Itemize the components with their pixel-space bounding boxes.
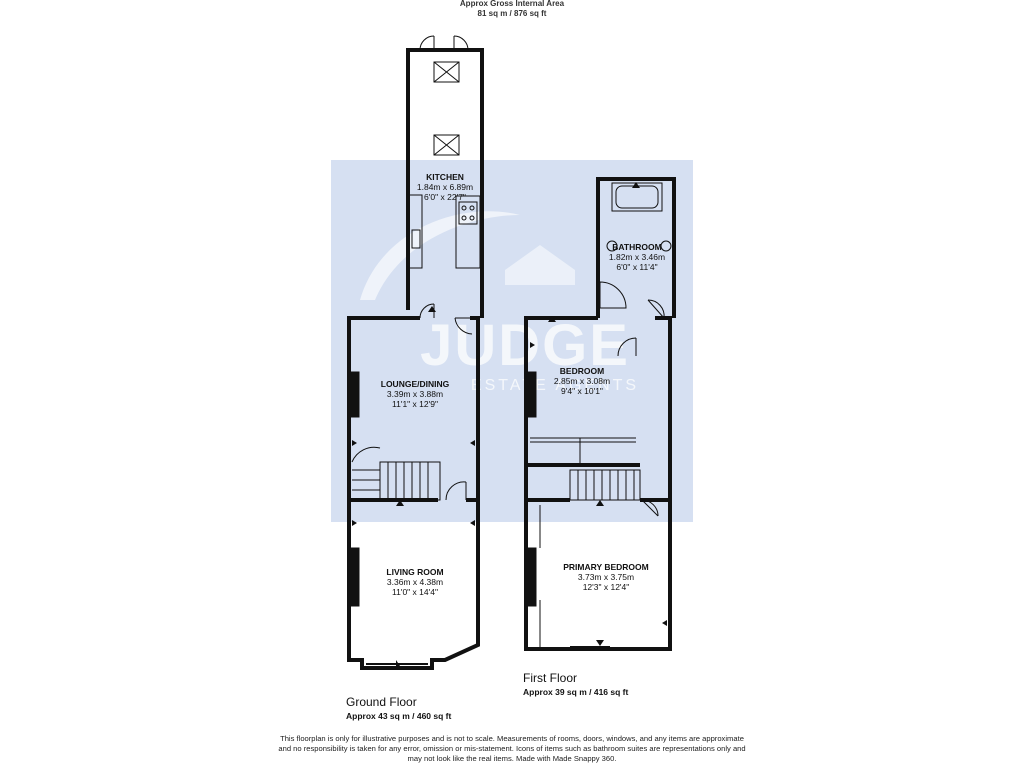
room-imperial: 12'3" x 12'4" [582, 582, 630, 592]
room-imperial: 6'0" x 11'4" [616, 262, 658, 272]
room-name: BEDROOM [559, 366, 605, 376]
room-imperial: 11'1" x 12'9" [392, 399, 438, 409]
ground-floor-area: Approx 43 sq m / 460 sq ft [346, 711, 452, 721]
room-kitchen: KITCHEN 1.84m x 6.89m 6'0" x 22'7" [400, 172, 490, 202]
room-name: LIVING ROOM [386, 567, 444, 577]
radiator-markers [352, 182, 667, 666]
room-metric: 1.84m x 6.89m [416, 182, 474, 192]
room-metric: 3.73m x 3.75m [577, 572, 635, 582]
disclaimer-line: may not look like the real items. Made w… [407, 754, 617, 763]
gross-area-title: Approx Gross Internal Area [459, 0, 565, 8]
room-living-room: LIVING ROOM 3.36m x 4.38m 11'0" x 14'4" [365, 567, 465, 597]
ground-floor-label: Ground Floor [346, 695, 417, 709]
room-name: LOUNGE/DINING [380, 379, 450, 389]
room-imperial: 6'0" x 22'7" [424, 192, 466, 202]
watermark-swoosh [360, 211, 520, 300]
first-floor-walls [524, 177, 676, 651]
room-bedroom: BEDROOM 2.85m x 3.08m 9'4" x 10'1" [537, 366, 627, 396]
room-name: BATHROOM [612, 242, 662, 252]
room-name: PRIMARY BEDROOM [563, 562, 649, 572]
disclaimer-line: and no responsibility is taken for any e… [278, 744, 746, 753]
room-name: KITCHEN [426, 172, 464, 182]
room-primary-bedroom: PRIMARY BEDROOM 3.73m x 3.75m 12'3" x 12… [546, 562, 666, 592]
first-floor-label: First Floor [523, 671, 577, 685]
watermark-sub: ESTATE AGENTS [471, 377, 639, 394]
room-imperial: 9'4" x 10'1" [561, 386, 603, 396]
gross-area-value: 81 sq m / 876 sq ft [477, 9, 547, 18]
room-metric: 1.82m x 3.46m [608, 252, 666, 262]
ground-floor-details [350, 35, 481, 668]
first-floor-area: Approx 39 sq m / 416 sq ft [523, 687, 629, 697]
room-bathroom: BATHROOM 1.82m x 3.46m 6'0" x 11'4" [592, 242, 682, 272]
first-floor-details [527, 182, 672, 648]
room-metric: 3.36m x 4.38m [386, 577, 444, 587]
room-metric: 3.39m x 3.88m [386, 389, 444, 399]
disclaimer-line: This floorplan is only for illustrative … [280, 734, 744, 743]
watermark-house-icon [505, 245, 575, 285]
room-lounge-dining: LOUNGE/DINING 3.39m x 3.88m 11'1" x 12'9… [365, 379, 465, 409]
room-imperial: 11'0" x 14'4" [392, 587, 438, 597]
room-metric: 2.85m x 3.08m [553, 376, 611, 386]
disclaimer: This floorplan is only for illustrative … [262, 734, 762, 764]
